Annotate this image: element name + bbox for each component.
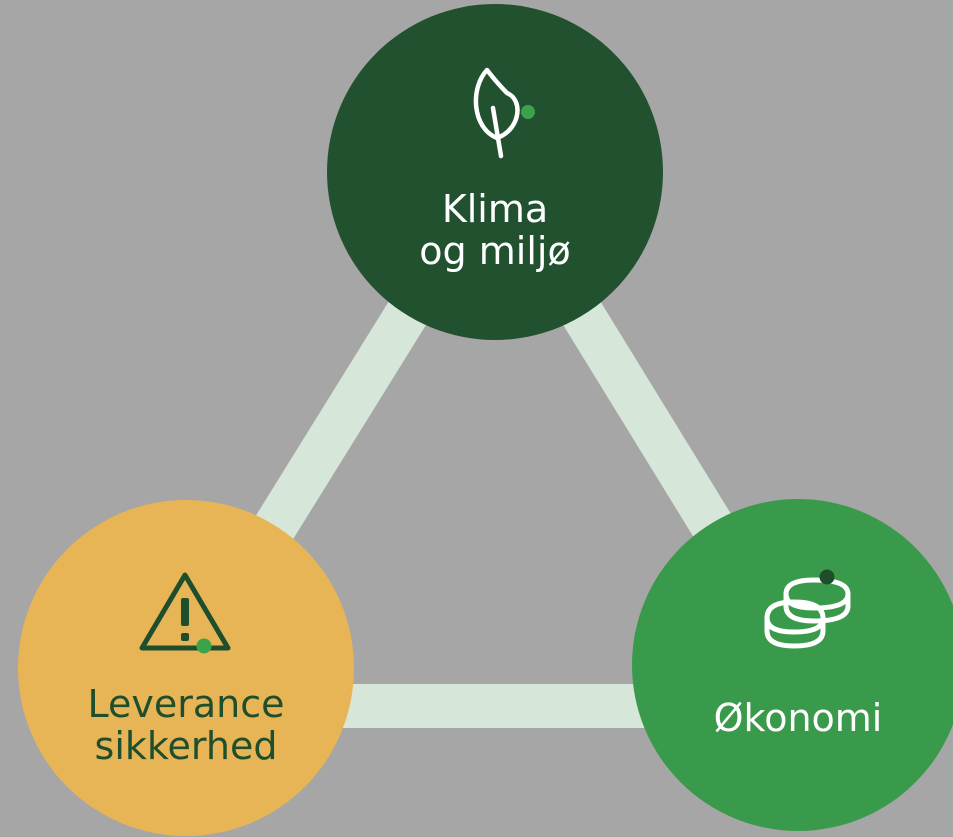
leaf-accent-dot — [521, 105, 535, 119]
node-klima-line1: Klima — [441, 187, 549, 231]
node-klima-label: Klima og miljø — [419, 188, 570, 272]
coins-accent-dot — [819, 569, 835, 585]
leaf-icon — [473, 67, 520, 159]
coins-icon — [764, 577, 851, 649]
node-leverance-line1: Leverance — [87, 682, 285, 726]
warning-icon — [139, 572, 231, 651]
node-okonomi-label: Økonomi — [714, 697, 883, 739]
node-leverance-line2: sikkerhed — [94, 724, 278, 768]
node-leverance-circle — [18, 500, 354, 836]
node-klima-line2: og miljø — [419, 229, 571, 273]
node-okonomi-circle — [632, 499, 953, 831]
node-okonomi-text: Økonomi — [713, 696, 883, 740]
warning-accent-dot — [196, 638, 212, 654]
node-leverance-label: Leverance sikkerhed — [87, 683, 284, 767]
node-klima-circle — [327, 4, 663, 340]
